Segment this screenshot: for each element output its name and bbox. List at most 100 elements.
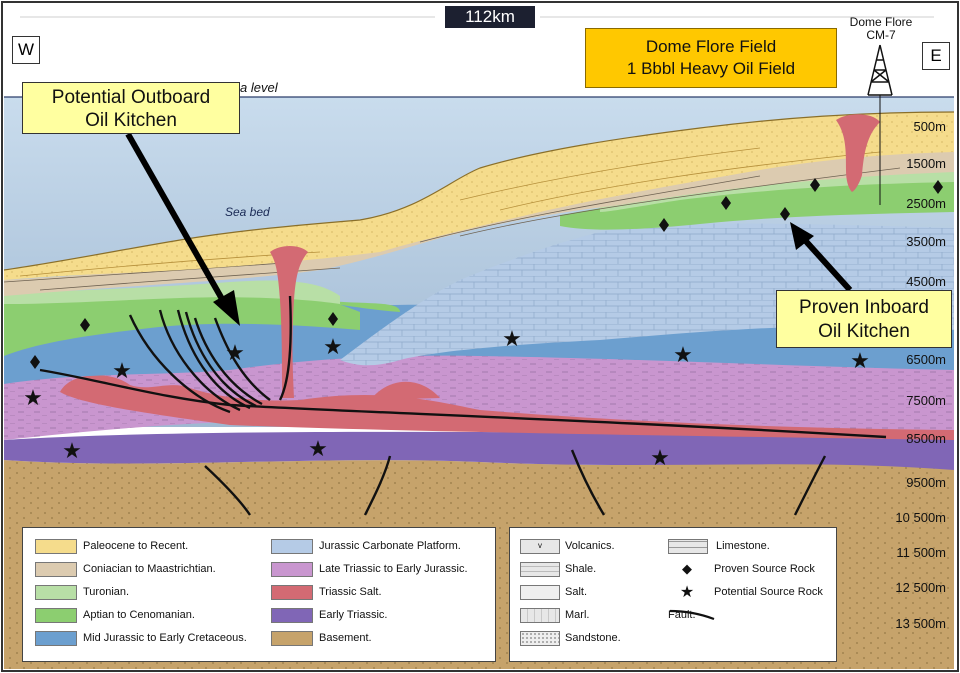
legend-unit-label: Jurassic Carbonate Platform. <box>319 540 461 552</box>
scale-bar <box>8 10 948 24</box>
east-marker: E <box>922 42 950 70</box>
depth-label: 12 500m <box>895 580 946 595</box>
legend-unit-swatch <box>35 607 77 623</box>
unit-turonian <box>4 280 340 304</box>
legend-units-panel: Paleocene to Recent. Coniacian to Maastri… <box>22 527 496 662</box>
legend-unit-swatch <box>271 561 313 577</box>
svg-text:★: ★ <box>323 334 343 359</box>
depth-label: 3500m <box>906 234 946 249</box>
legend-unit-swatch <box>271 538 313 554</box>
depth-label: 7500m <box>906 393 946 408</box>
sea-bed-label: Sea bed <box>225 205 270 219</box>
callout-inboard-line1: Proven Inboard <box>799 297 929 318</box>
salt-diapir-west <box>270 246 308 398</box>
depth-label: 1500m <box>906 156 946 171</box>
legend-volcanics-label: Volcanics. <box>565 540 615 552</box>
unit-triassic-salt <box>60 375 954 440</box>
legend-unit-item: Basement. <box>271 630 372 646</box>
salt-diapir-east <box>836 114 880 192</box>
depth-label: 8500m <box>906 431 946 446</box>
callout-outboard-kitchen: Potential Outboard Oil Kitchen <box>22 82 240 134</box>
svg-text:★: ★ <box>112 358 132 383</box>
svg-text:★: ★ <box>850 348 870 373</box>
legend-unit-swatch <box>271 630 313 646</box>
limestone-swatch <box>668 538 708 554</box>
svg-text:★: ★ <box>62 438 82 463</box>
legend-proven-label: Proven Source Rock <box>714 563 815 575</box>
callout-outboard-line2: Oil Kitchen <box>85 110 177 131</box>
potential-source-rock-markers: ★ ★ ★ ★ ★ ★ ★ ★ ★ ★ <box>23 326 870 470</box>
depth-label: 11 500m <box>896 545 946 560</box>
legend-unit-label: Triassic Salt. <box>319 586 382 598</box>
legend-proven-source: ◆ Proven Source Rock <box>668 561 815 577</box>
well-name-line1: Dome Flore <box>849 15 913 29</box>
legend-marl-label: Marl. <box>565 609 590 621</box>
callout-outboard-line1: Potential Outboard <box>51 87 211 108</box>
field-info-box: Dome Flore Field 1 Bbbl Heavy Oil Field <box>585 28 837 88</box>
legend-sandstone-label: Sandstone. <box>565 632 621 644</box>
svg-text:★: ★ <box>225 340 245 365</box>
west-marker: W <box>12 36 40 64</box>
legend-unit-swatch <box>35 584 77 600</box>
depth-label: 500m <box>913 119 946 134</box>
legend-unit-label: Mid Jurassic to Early Cretaceous. <box>83 632 247 644</box>
legend-unit-label: Turonian. <box>83 586 130 598</box>
svg-text:★: ★ <box>673 342 693 367</box>
potential-star-icon: ★ <box>679 584 695 601</box>
legend-unit-label: Basement. <box>319 632 372 644</box>
volcanics-swatch: v <box>520 538 560 554</box>
depth-label: 4500m <box>906 274 946 289</box>
callout-arrows <box>125 132 853 326</box>
legend-lithology-panel: v Volcanics. Shale. Salt. Marl. Sandston… <box>509 527 837 662</box>
legend-unit-item: Triassic Salt. <box>271 584 382 600</box>
legend-unit-item: Late Triassic to Early Jurassic. <box>271 561 468 577</box>
legend-unit-label: Paleocene to Recent. <box>83 540 189 552</box>
svg-text:★: ★ <box>23 385 43 410</box>
unit-coniacian <box>4 150 954 296</box>
legend-fault: Fault. <box>668 607 715 623</box>
depth-label: 13 500m <box>895 616 946 631</box>
sandstone-swatch <box>520 630 560 646</box>
depth-label: 2500m <box>906 196 946 211</box>
legend-salt: Salt. <box>520 584 587 600</box>
legend-limestone-label: Limestone. <box>716 540 770 552</box>
depth-scale: 500m1500m2500m3500m4500m6500m7500m8500m9… <box>895 119 946 631</box>
shale-swatch <box>520 561 560 577</box>
proven-source-rock-markers <box>30 178 943 369</box>
legend-unit-label: Late Triassic to Early Jurassic. <box>319 563 468 575</box>
legend-sandstone: Sandstone. <box>520 630 621 646</box>
legend-potential-label: Potential Source Rock <box>714 586 823 598</box>
callout-inboard-line2: Oil Kitchen <box>818 321 910 342</box>
legend-unit-swatch <box>35 630 77 646</box>
legend-marl: Marl. <box>520 607 589 623</box>
field-name: Dome Flore Field <box>645 37 777 56</box>
legend-unit-item: Jurassic Carbonate Platform. <box>271 538 461 554</box>
legend-unit-label: Early Triassic. <box>319 609 388 621</box>
well-derrick <box>867 44 893 205</box>
legend-unit-item: Turonian. <box>35 584 129 600</box>
legend-shale-label: Shale. <box>565 563 597 575</box>
legend-unit-label: Coniacian to Maastrichtian. <box>83 563 216 575</box>
legend-unit-label: Aptian to Cenomanian. <box>83 609 195 621</box>
scale-bar-label: 112km <box>445 6 535 28</box>
svg-text:★: ★ <box>650 445 670 470</box>
legend-unit-item: Aptian to Cenomanian. <box>35 607 195 623</box>
legend-volcanics: v Volcanics. <box>520 538 615 554</box>
callout-inboard-kitchen: Proven Inboard Oil Kitchen <box>776 290 952 348</box>
well-name-line2: CM-7 <box>866 28 896 42</box>
legend-units-list: Paleocene to Recent. Coniacian to Maastri… <box>23 528 495 661</box>
legend-unit-item: Early Triassic. <box>271 607 387 623</box>
well-label: Dome Flore CM-7 <box>836 16 926 42</box>
legend-unit-swatch <box>271 584 313 600</box>
svg-text:★: ★ <box>502 326 522 351</box>
depth-label: 9500m <box>906 475 946 490</box>
legend-salt-label: Salt. <box>565 586 588 598</box>
salt-swatch <box>520 584 560 600</box>
legend-shale: Shale. <box>520 561 596 577</box>
legend-unit-swatch <box>271 607 313 623</box>
legend-unit-swatch <box>35 561 77 577</box>
legend-limestone: Limestone. <box>668 538 770 554</box>
depth-label: 10 500m <box>895 510 946 525</box>
legend-unit-item: Mid Jurassic to Early Cretaceous. <box>35 630 247 646</box>
